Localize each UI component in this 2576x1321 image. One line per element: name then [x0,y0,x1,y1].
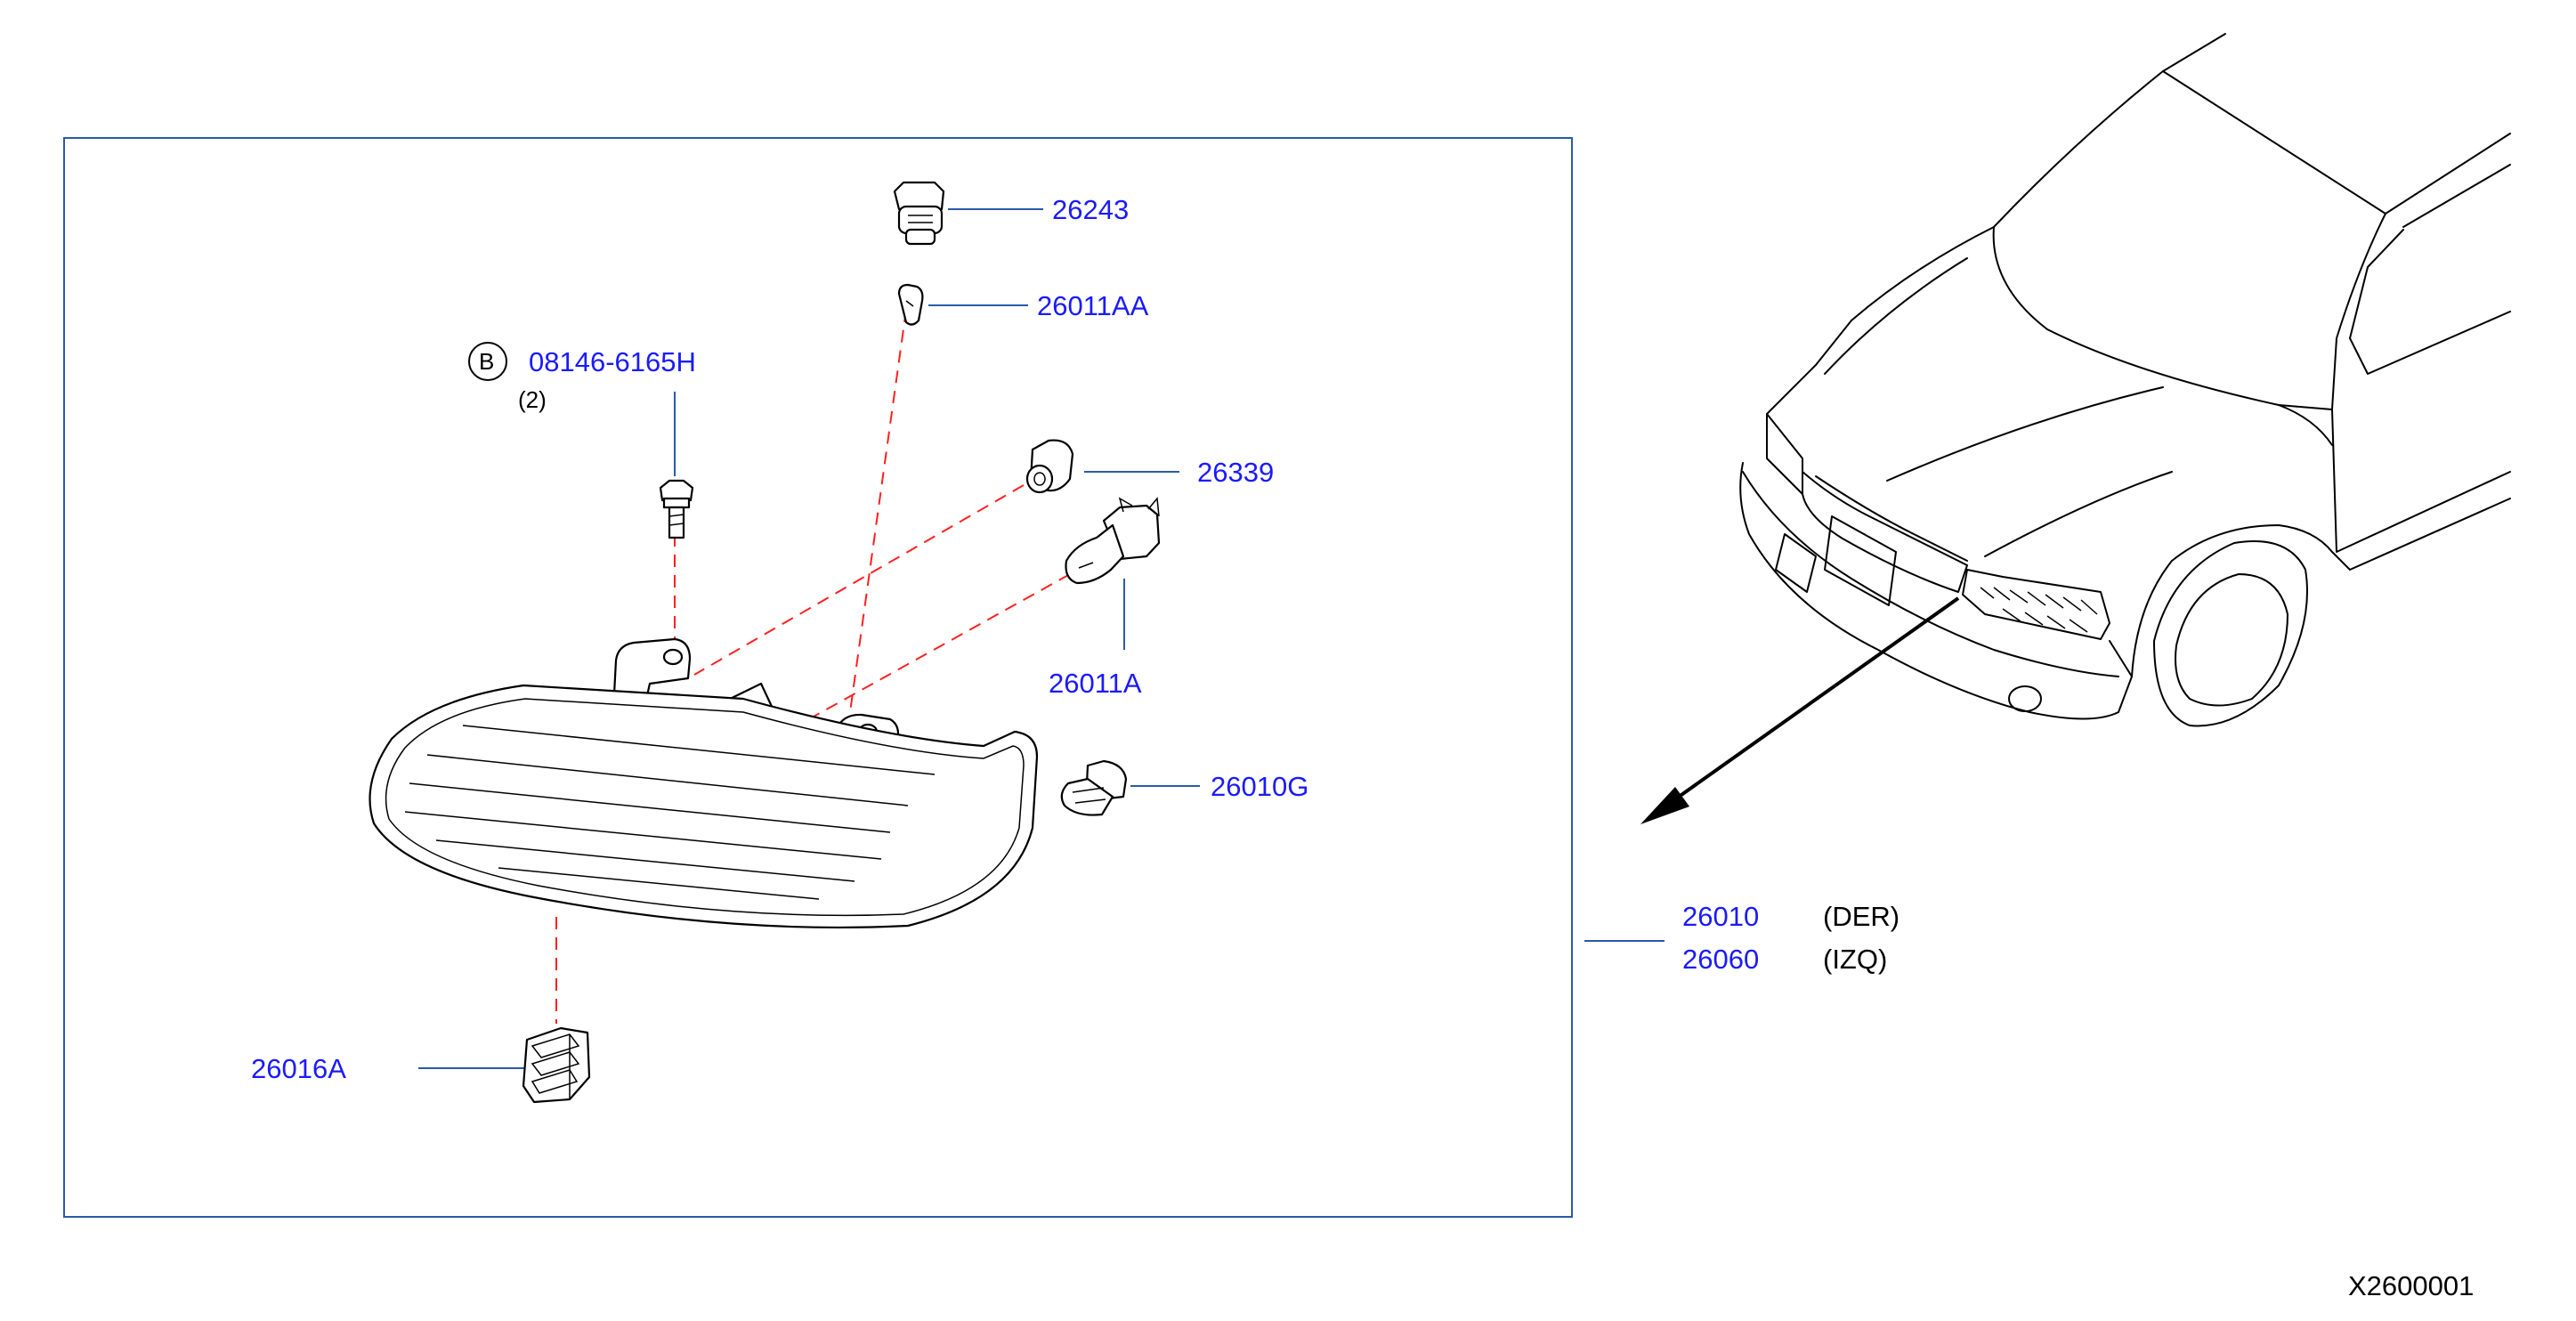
badge-circle [468,342,507,381]
label-26339[interactable]: 26339 [1197,457,1274,488]
label-26011A[interactable]: 26011A [1049,668,1142,699]
label-08146-qty: (2) [518,386,547,413]
grommet-26339 [1025,439,1074,494]
wedge-bulb-26011AA [897,283,924,326]
label-26010[interactable]: 26010 [1682,901,1759,932]
diagram-id: X2600001 [2348,1270,2474,1301]
label-26010G[interactable]: 26010G [1211,771,1308,802]
label-26016A[interactable]: 26016A [251,1053,346,1084]
exploded-view-frame [63,137,1573,1218]
label-izq: (IZQ) [1823,944,1887,975]
location-arrow [1640,596,1960,824]
screw-08146 [659,479,694,539]
label-26243[interactable]: 26243 [1052,194,1129,225]
label-26060[interactable]: 26060 [1682,944,1759,975]
clip-26010G [1060,759,1128,816]
assembly-guides [555,309,1071,1024]
halogen-bulb-26011A [1065,497,1161,585]
bulb-socket-26243 [893,181,945,246]
label-26011AA[interactable]: 26011AA [1037,290,1149,321]
badge-b: B [479,348,494,375]
label-der: (DER) [1823,901,1900,932]
vehicle-illustration [1739,33,2511,727]
label-08146-6165H[interactable]: 08146-6165H [529,346,696,377]
headlamp-assembly [369,637,1039,929]
leader-lines [418,208,1665,1069]
connector-26016A [522,1026,591,1104]
